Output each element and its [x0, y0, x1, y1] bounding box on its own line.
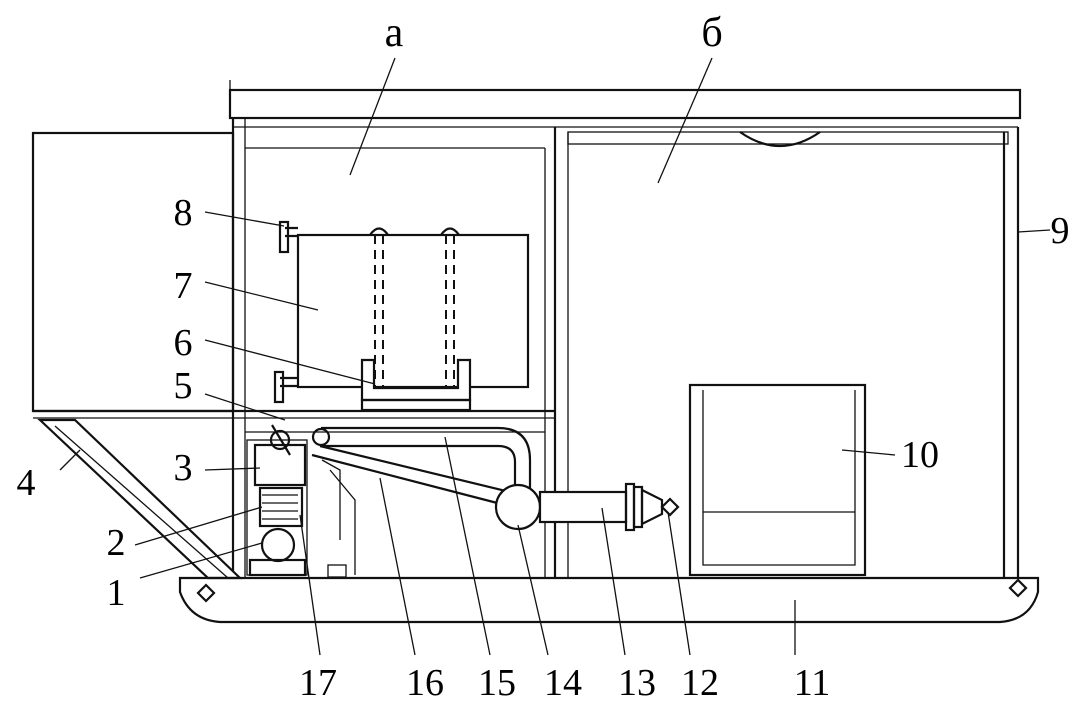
label-1: 1 — [107, 572, 126, 614]
section-b-label: б — [701, 10, 722, 56]
label-12: 12 — [681, 662, 719, 704]
skid-base — [178, 576, 1040, 624]
label-2: 2 — [107, 522, 126, 564]
pump-unit — [246, 424, 331, 577]
nozzle-assembly — [494, 482, 680, 532]
label-7: 7 — [174, 265, 193, 307]
label-3: 3 — [174, 447, 193, 489]
leader-lines — [59, 57, 1051, 656]
fuel-tank — [273, 220, 530, 404]
label-13: 13 — [618, 662, 656, 704]
label-8: 8 — [174, 192, 193, 234]
label-17: 17 — [299, 662, 337, 704]
label-9: 9 — [1051, 210, 1070, 252]
label-15: 15 — [478, 662, 516, 704]
pipes — [311, 426, 532, 578]
label-6: 6 — [174, 322, 193, 364]
water-tank — [688, 383, 867, 577]
section-a-label: а — [385, 10, 404, 56]
label-16: 16 — [406, 662, 444, 704]
label-5: 5 — [174, 365, 193, 407]
label-11: 11 — [794, 662, 831, 704]
roof — [228, 80, 1022, 120]
label-14: 14 — [544, 662, 582, 704]
label-10: 10 — [901, 434, 939, 476]
label-4: 4 — [17, 462, 36, 504]
bracket — [37, 418, 243, 580]
tank-cradle — [360, 358, 472, 412]
